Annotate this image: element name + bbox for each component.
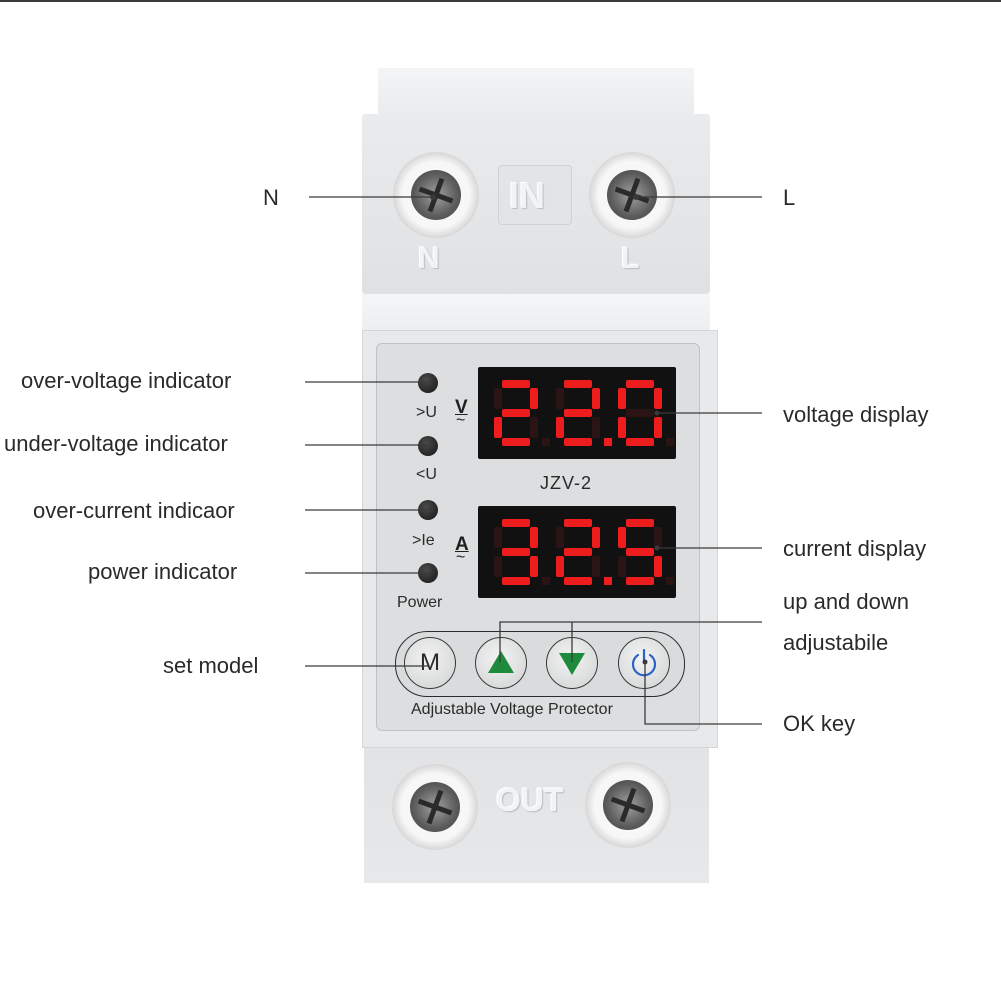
voltage-digit-1-segment-a [564,380,592,388]
callout-ok-key: OK key [783,711,856,736]
current-digit-1-segment-f [556,527,564,548]
current-digit-0-segment-b [530,527,538,548]
over-voltage-led-icon [418,373,438,393]
voltage-digit-1-segment-f [556,388,564,409]
up-arrow-icon [488,651,514,673]
over-voltage-led-label: >U [416,404,437,421]
voltage-digit-0-segment-f [494,388,502,409]
callout-up-down-line1: up and down [783,589,909,614]
input-label: IN [509,175,545,216]
current-digit-1-segment-d [564,577,592,585]
mode-button[interactable]: M [404,637,456,689]
voltage-digit-2-segment-d [626,438,654,446]
voltage-digit-2-segment-g [626,409,654,417]
device-neck [362,294,710,330]
voltage-digit-0-dot [542,438,550,446]
voltage-digit-1-segment-b [592,388,600,409]
current-digit-2-segment-c [654,556,662,577]
input-label-box [498,165,572,225]
mode-button-label: M [420,649,440,676]
up-button[interactable] [475,637,527,689]
current-digit-1-segment-b [592,527,600,548]
voltage-digit-2-segment-b [654,388,662,409]
current-digit-0-segment-f [494,527,502,548]
over-current-led-label: >Ie [412,532,435,549]
voltage-digit-0-segment-a [502,380,530,388]
callout-up-down-line2: adjustabile [783,630,889,655]
leader-up-down [499,621,762,662]
leader-ok-key [644,662,762,725]
voltage-digit-1-dot [604,438,612,446]
voltage-digit-1-segment-c [592,417,600,438]
voltage-display [478,367,676,459]
current-digit-1-segment-e [556,556,564,577]
current-digit-1-segment-a [564,519,592,527]
voltage-digit-1-segment-d [564,438,592,446]
current-unit-label: A [455,534,469,555]
current-digit-0-segment-a [502,519,530,527]
top-border-line [0,0,1001,2]
terminal-l-label: L [621,242,640,275]
voltage-ac-symbol: ~ [456,412,466,429]
callout-under-voltage: under-voltage indicator [4,431,228,456]
voltage-digit-2-segment-a [626,380,654,388]
output-terminal-right-screw-icon [585,762,671,848]
current-digit-2-dot [666,577,674,585]
current-digit-2-segment-f [618,527,626,548]
current-digit-2-segment-g [626,548,654,556]
voltage-digit-0-segment-e [494,417,502,438]
callout-power: power indicator [88,559,238,584]
callout-voltage-display: voltage display [783,402,929,427]
current-digit-0-segment-c [530,556,538,577]
voltage-digit-0-segment-b [530,388,538,409]
terminal-n-screw-icon [393,152,479,238]
output-terminal-left-screw-icon [392,764,478,850]
voltage-digit-1-segment-e [556,417,564,438]
callout-l: L [783,185,796,210]
voltage-digit-2-segment-c [654,417,662,438]
voltage-digit-2-segment-e [618,417,626,438]
voltage-digit-2-dot [666,438,674,446]
callout-over-voltage: over-voltage indicator [21,368,232,393]
voltage-digit-0-segment-g [502,409,530,417]
voltage-display-digits [494,380,674,446]
current-digit-1-dot [604,577,612,585]
callout-current-display: current display [783,536,927,561]
terminal-l-screw-icon [589,152,675,238]
current-display [478,506,676,598]
current-ac-symbol: ~ [456,549,466,566]
output-label: OUT [496,782,564,818]
current-display-digits [494,519,674,585]
terminal-n-label: N [418,242,440,275]
product-name-label: Adjustable Voltage Protector [411,701,613,718]
under-voltage-led-label: <U [416,466,437,483]
current-digit-0-segment-d [502,577,530,585]
current-digit-0-segment-e [494,556,502,577]
ok-button[interactable] [618,637,670,689]
callout-set-model: set model [163,653,259,678]
device-top-cap [378,68,694,118]
voltage-digit-1-segment-g [564,409,592,417]
callout-n: N [263,185,279,210]
current-digit-2-segment-a [626,519,654,527]
down-arrow-icon [559,653,585,675]
current-digit-1-segment-g [564,548,592,556]
voltage-digit-0-segment-c [530,417,538,438]
callout-over-current: over-current indicaor [33,498,235,523]
model-label: JZV-2 [540,473,593,493]
current-digit-0-segment-g [502,548,530,556]
current-digit-0-dot [542,577,550,585]
voltage-digit-2-segment-f [618,388,626,409]
power-led-label: Power [397,594,443,611]
voltage-unit-label: V [455,397,468,418]
current-digit-2-segment-e [618,556,626,577]
under-voltage-led-icon [418,436,438,456]
current-digit-2-segment-d [626,577,654,585]
current-digit-2-segment-b [654,527,662,548]
voltage-digit-0-segment-d [502,438,530,446]
current-digit-1-segment-c [592,556,600,577]
